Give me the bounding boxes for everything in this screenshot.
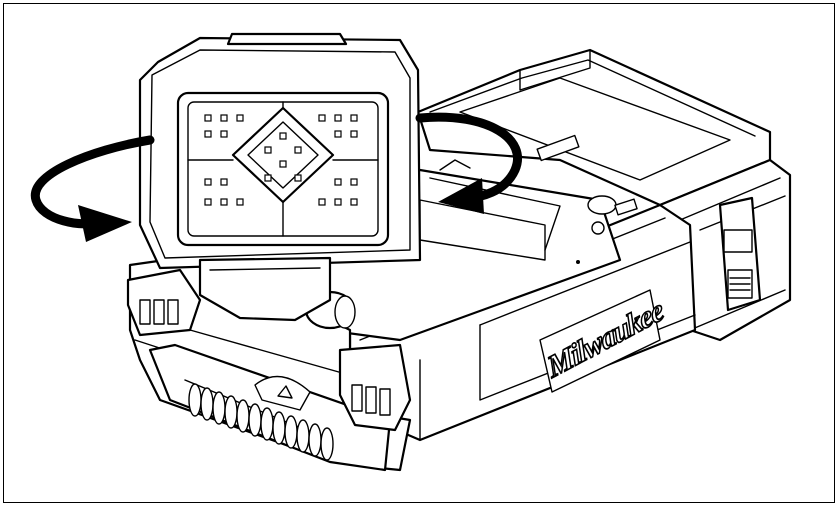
led-dot — [204, 178, 212, 186]
rotate-arrow-right — [415, 112, 522, 214]
led-dot — [318, 198, 326, 206]
led-dot — [220, 114, 228, 122]
led-array — [204, 114, 358, 206]
led-dot — [334, 114, 342, 122]
right-latch — [338, 343, 412, 432]
led-dot — [204, 198, 212, 206]
led-dot — [264, 146, 272, 154]
led-dot — [204, 130, 212, 138]
handle-grip — [188, 383, 334, 461]
led-dot — [350, 198, 358, 206]
light-panel — [138, 32, 422, 322]
led-dot — [220, 130, 228, 138]
rotate-arrow-left — [30, 135, 155, 242]
led-dot — [236, 114, 244, 122]
led-dot — [350, 130, 358, 138]
led-dot — [350, 114, 358, 122]
led-dot — [318, 114, 326, 122]
led-dot — [279, 160, 287, 168]
led-dot — [334, 130, 342, 138]
left-latch — [126, 268, 202, 337]
led-dot — [294, 146, 302, 154]
led-dot — [279, 132, 287, 140]
led-dot — [294, 174, 302, 182]
led-dot — [350, 178, 358, 186]
led-dot — [236, 198, 244, 206]
illustration-frame — [3, 3, 835, 503]
led-dot — [334, 178, 342, 186]
led-dot — [220, 198, 228, 206]
side-latch — [718, 196, 762, 312]
led-dot — [220, 178, 228, 186]
led-dot — [334, 198, 342, 206]
led-dot — [204, 114, 212, 122]
led-dot — [264, 174, 272, 182]
